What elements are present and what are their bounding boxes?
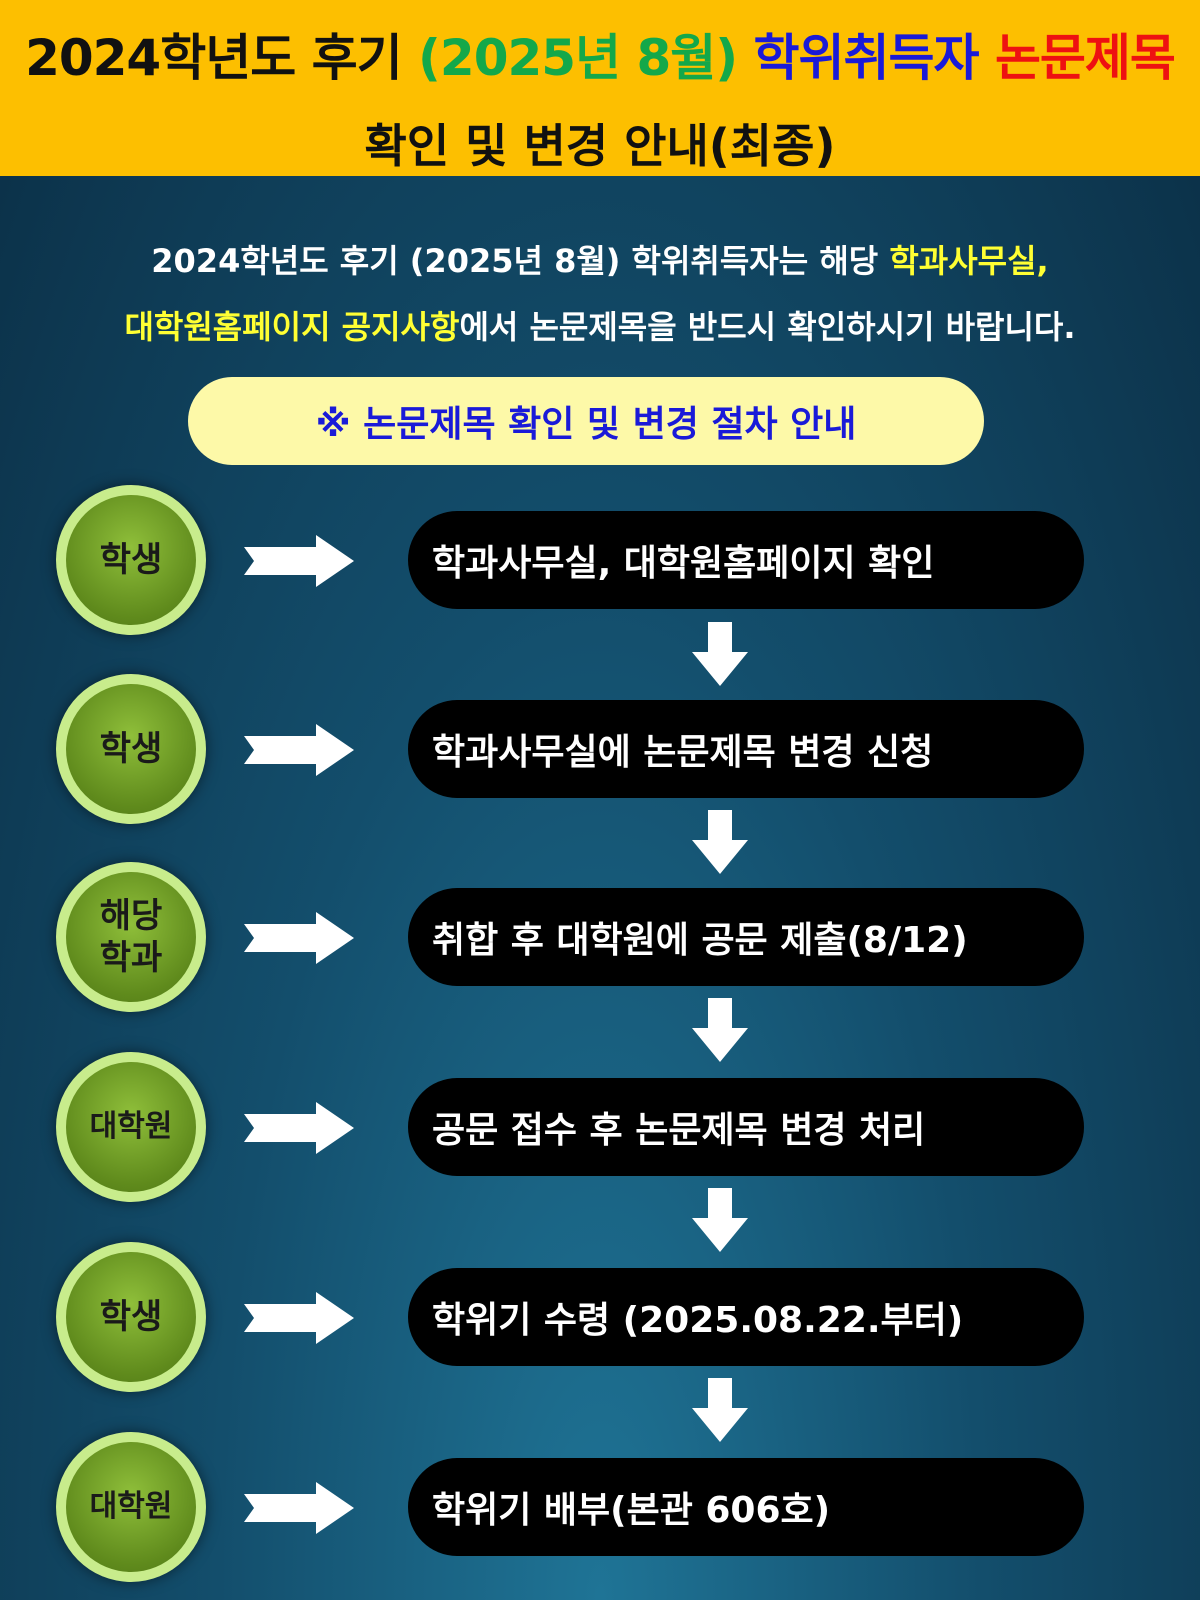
step-6: 대학원 학위기 배부(본관 606호) bbox=[0, 1432, 1200, 1582]
arrow-down-icon bbox=[692, 998, 748, 1062]
intro-text: 에서 논문제목을 반드시 확인하시기 바랍니다. bbox=[459, 308, 1076, 346]
step-action-text: 공문 접수 후 논문제목 변경 처리 bbox=[432, 1110, 926, 1151]
step-action: 학과사무실에 논문제목 변경 신청 bbox=[408, 700, 1084, 798]
arrow-right-icon bbox=[244, 535, 354, 587]
intro-highlight-notice: 대학원홈페이지 공지사항 bbox=[124, 308, 460, 346]
title-date: (2025년 8월) bbox=[418, 29, 738, 87]
step-action-text: 학위기 배부(본관 606호) bbox=[432, 1490, 831, 1531]
step-action: 학위기 배부(본관 606호) bbox=[408, 1458, 1084, 1556]
step-action: 학위기 수령 (2025.08.22.부터) bbox=[408, 1268, 1084, 1366]
step-2: 학생 학과사무실에 논문제목 변경 신청 bbox=[0, 674, 1200, 824]
header-title-line2: 확인 및 변경 안내(최종) bbox=[364, 119, 836, 173]
arrow-down-icon bbox=[692, 1188, 748, 1252]
intro-highlight-office: 학과사무실, bbox=[889, 242, 1049, 280]
step-3: 해당 학과 취합 후 대학원에 공문 제출(8/12) bbox=[0, 862, 1200, 1012]
arrow-down-icon bbox=[692, 1378, 748, 1442]
arrow-right-icon bbox=[244, 724, 354, 776]
arrow-right-icon bbox=[244, 1292, 354, 1344]
actor-badge: 대학원 bbox=[56, 1432, 206, 1582]
step-action-text: 학과사무실, 대학원홈페이지 확인 bbox=[432, 543, 935, 584]
actor-badge: 해당 학과 bbox=[56, 862, 206, 1012]
actor-label: 학생 bbox=[99, 728, 163, 769]
step-action-text: 취합 후 대학원에 공문 제출(8/12) bbox=[432, 920, 968, 961]
arrow-right-icon bbox=[244, 912, 354, 964]
arrow-right-icon bbox=[244, 1482, 354, 1534]
actor-badge: 학생 bbox=[56, 485, 206, 635]
step-action: 학과사무실, 대학원홈페이지 확인 bbox=[408, 511, 1084, 609]
title-graduates: 학위취득자 bbox=[737, 29, 995, 87]
step-4: 대학원 공문 접수 후 논문제목 변경 처리 bbox=[0, 1052, 1200, 1202]
procedure-title: ※ 논문제목 확인 및 변경 절차 안내 bbox=[188, 377, 984, 465]
step-action: 공문 접수 후 논문제목 변경 처리 bbox=[408, 1078, 1084, 1176]
header-banner: 2024학년도 후기 (2025년 8월) 학위취득자 논문제목 확인 및 변경… bbox=[0, 0, 1200, 176]
step-action-text: 학위기 수령 (2025.08.22.부터) bbox=[432, 1300, 964, 1341]
actor-badge: 대학원 bbox=[56, 1052, 206, 1202]
actor-badge: 학생 bbox=[56, 674, 206, 824]
actor-label: 대학원 bbox=[89, 1489, 173, 1525]
step-5: 학생 학위기 수령 (2025.08.22.부터) bbox=[0, 1242, 1200, 1392]
intro-line1: 2024학년도 후기 (2025년 8월) 학위취득자는 해당 학과사무실, bbox=[0, 236, 1200, 282]
arrow-down-icon bbox=[692, 622, 748, 686]
arrow-right-icon bbox=[244, 1102, 354, 1154]
actor-label: 해당 학과 bbox=[99, 895, 163, 979]
actor-badge: 학생 bbox=[56, 1242, 206, 1392]
title-thesis: 논문제목 bbox=[994, 29, 1176, 87]
arrow-down-icon bbox=[692, 810, 748, 874]
title-prefix: 2024학년도 후기 bbox=[25, 29, 419, 87]
step-action: 취합 후 대학원에 공문 제출(8/12) bbox=[408, 888, 1084, 986]
step-action-text: 학과사무실에 논문제목 변경 신청 bbox=[432, 732, 934, 773]
step-1: 학생 학과사무실, 대학원홈페이지 확인 bbox=[0, 485, 1200, 635]
actor-label: 대학원 bbox=[89, 1109, 173, 1145]
intro-text: 2024학년도 후기 (2025년 8월) 학위취득자는 해당 bbox=[151, 242, 890, 280]
actor-label: 학생 bbox=[99, 539, 163, 580]
header-title-line1: 2024학년도 후기 (2025년 8월) 학위취득자 논문제목 bbox=[0, 18, 1200, 90]
intro-line2: 대학원홈페이지 공지사항에서 논문제목을 반드시 확인하시기 바랍니다. bbox=[0, 302, 1200, 348]
actor-label: 학생 bbox=[99, 1296, 163, 1337]
